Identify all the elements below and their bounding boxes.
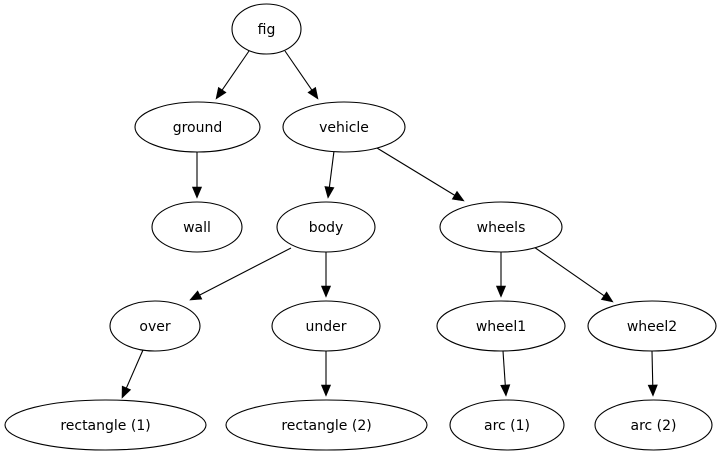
edge-arrowhead-icon	[320, 384, 332, 397]
node-under[interactable]: under	[271, 300, 381, 352]
node-wheels[interactable]: wheels	[439, 201, 563, 253]
node-body[interactable]: body	[276, 201, 376, 253]
node-ellipse-arc1[interactable]	[449, 399, 565, 451]
edge-line	[221, 50, 250, 91]
node-vehicle[interactable]: vehicle	[282, 101, 406, 153]
edge-vehicle-to-wheels	[376, 147, 465, 202]
edge-arrowhead-icon	[500, 384, 511, 397]
edge-arrowhead-icon	[495, 285, 507, 298]
node-arc1[interactable]: arc (1)	[449, 399, 565, 451]
edge-arrowhead-icon	[307, 86, 319, 100]
node-wheel2[interactable]: wheel2	[587, 300, 717, 352]
edge-body-to-over	[189, 247, 292, 301]
edge-wheels-to-wheel1	[495, 252, 507, 298]
edge-fig-to-vehicle	[284, 50, 319, 100]
edge-line	[125, 349, 144, 389]
edge-fig-to-ground	[215, 50, 250, 100]
edge-arrowhead-icon	[647, 384, 658, 397]
edge-over-to-rectangle1	[121, 349, 144, 399]
edge-line	[328, 150, 335, 188]
node-rectangle2[interactable]: rectangle (2)	[225, 399, 428, 451]
edge-arrowhead-icon	[324, 186, 335, 199]
edge-arrowhead-icon	[215, 86, 227, 100]
edge-wheel2-to-arc2	[647, 350, 658, 397]
edge-arrowhead-icon	[451, 190, 465, 202]
edge-wheel1-to-arc1	[500, 350, 511, 397]
edge-arrowhead-icon	[121, 385, 132, 399]
node-wall[interactable]: wall	[151, 201, 243, 253]
edge-line	[502, 350, 506, 386]
node-ellipse-arc2[interactable]	[594, 399, 713, 451]
node-ellipse-wheel2[interactable]	[587, 300, 717, 352]
node-rectangle1[interactable]: rectangle (1)	[4, 399, 207, 451]
node-ellipse-vehicle[interactable]	[282, 101, 406, 153]
node-ellipse-under[interactable]	[271, 300, 381, 352]
edge-wheels-to-wheel2	[533, 246, 614, 303]
node-ellipse-rectangle1[interactable]	[4, 399, 207, 451]
edges-layer	[121, 50, 658, 399]
node-fig[interactable]: fig	[231, 3, 302, 55]
edge-vehicle-to-body	[324, 150, 335, 199]
node-ellipse-ground[interactable]	[134, 101, 261, 153]
edge-line	[199, 247, 292, 296]
edge-arrowhead-icon	[320, 285, 332, 298]
edge-line	[376, 147, 455, 196]
edge-under-to-rectangle2	[320, 351, 332, 397]
node-ellipse-fig[interactable]	[231, 3, 302, 55]
nodes-layer: fig ground vehicle wall body wheels over under w…	[4, 3, 717, 451]
node-wheel1[interactable]: wheel1	[436, 300, 566, 352]
node-ellipse-wheels[interactable]	[439, 201, 563, 253]
edge-ground-to-wall	[191, 152, 203, 199]
node-ellipse-wall[interactable]	[151, 201, 243, 253]
edge-line	[533, 246, 605, 297]
node-ellipse-rectangle2[interactable]	[225, 399, 428, 451]
node-ellipse-body[interactable]	[276, 201, 376, 253]
edge-arrowhead-icon	[191, 186, 203, 199]
edge-line	[651, 350, 654, 386]
node-ellipse-wheel1[interactable]	[436, 300, 566, 352]
node-ellipse-over[interactable]	[109, 300, 201, 352]
edge-arrowhead-icon	[189, 290, 203, 301]
edge-arrowhead-icon	[600, 291, 614, 303]
node-ground[interactable]: ground	[134, 101, 261, 153]
edge-body-to-under	[320, 252, 332, 298]
edge-line	[284, 50, 313, 91]
node-arc2[interactable]: arc (2)	[594, 399, 713, 451]
node-over[interactable]: over	[109, 300, 201, 352]
